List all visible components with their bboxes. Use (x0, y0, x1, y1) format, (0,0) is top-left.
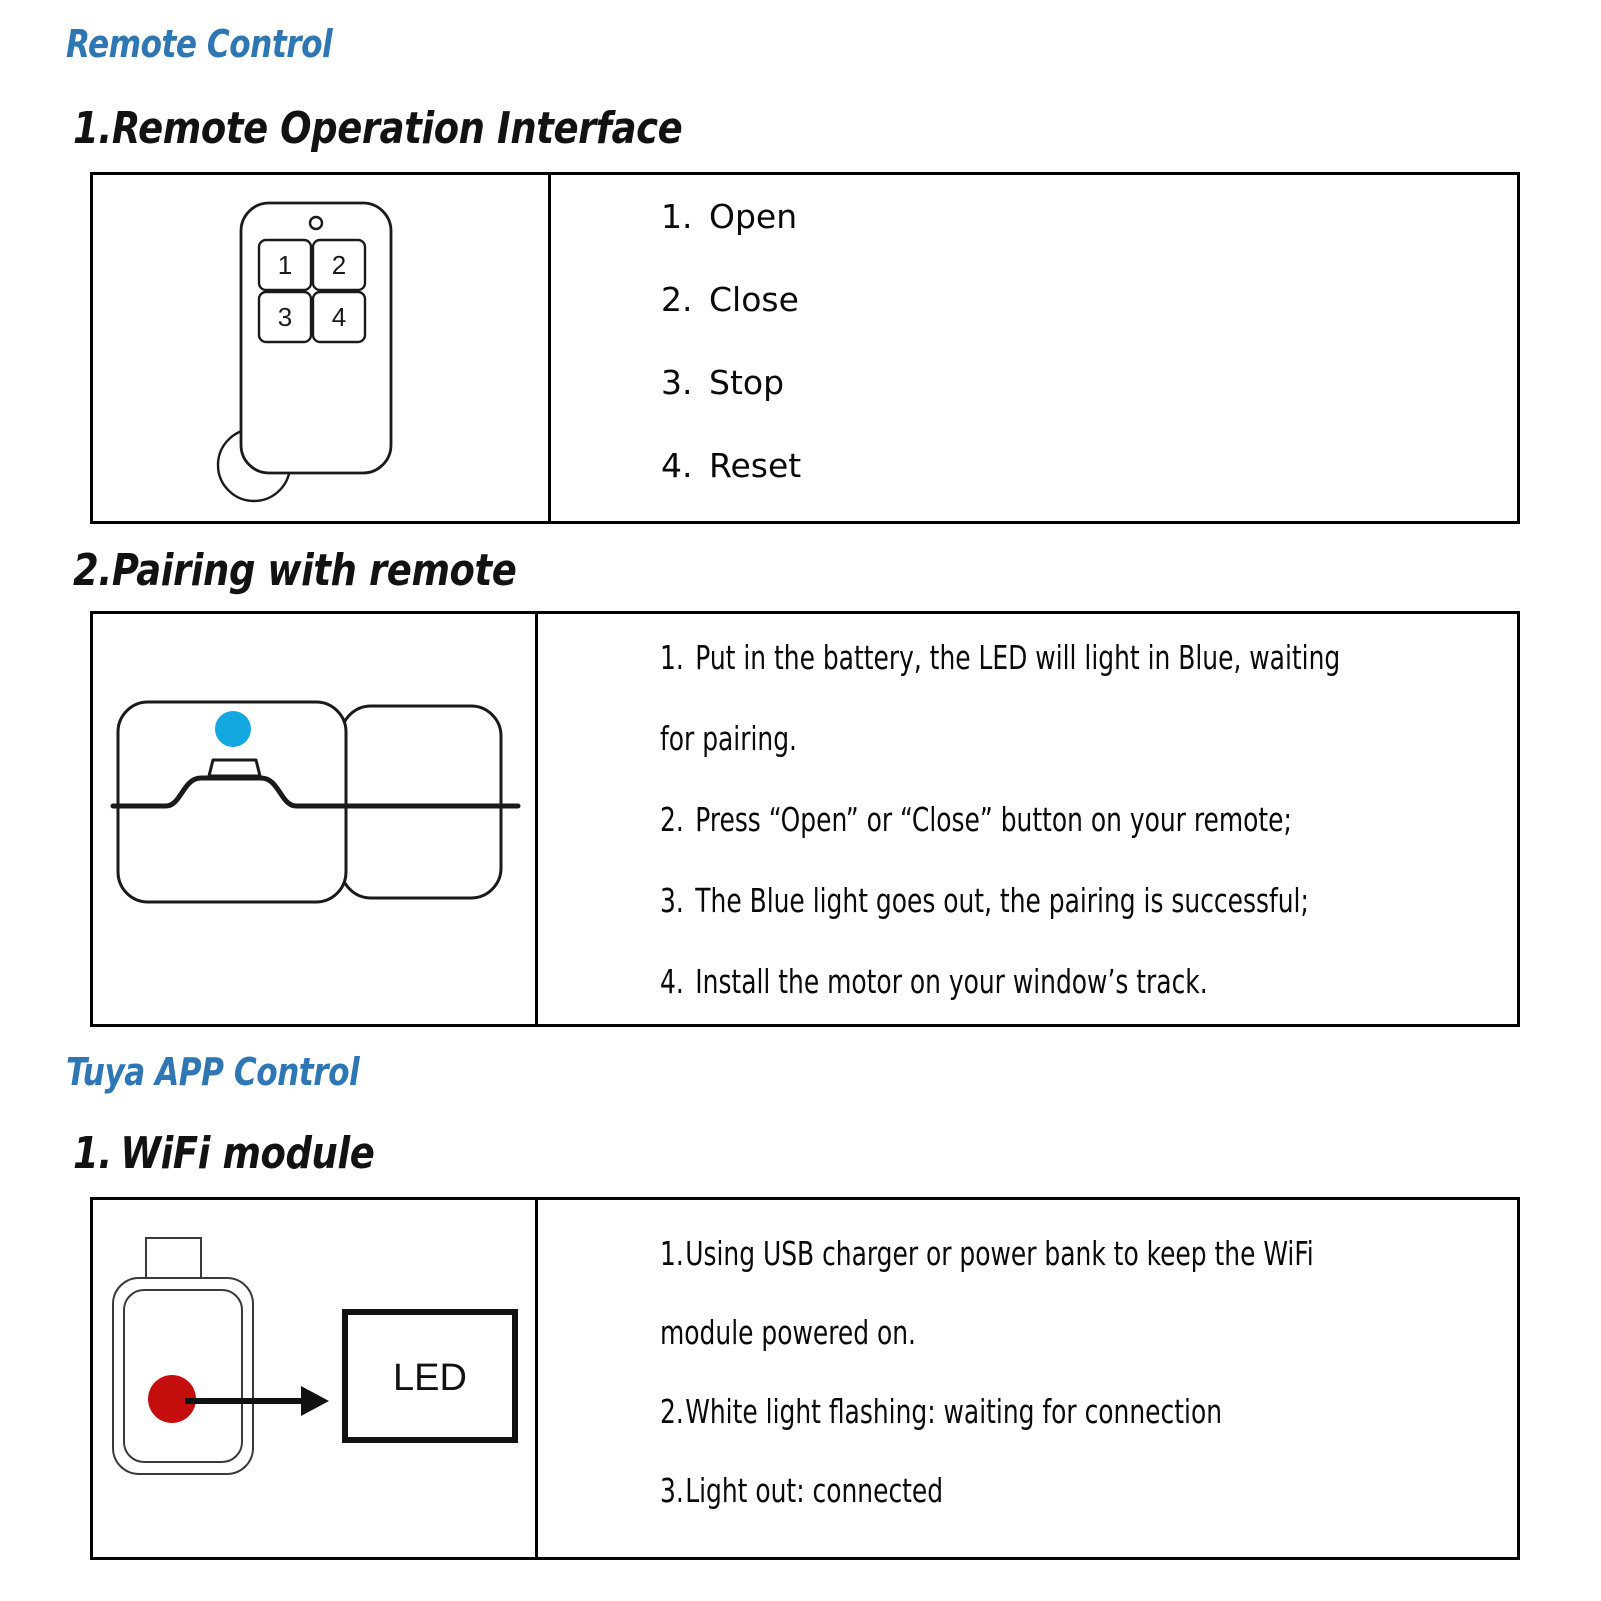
list-item: 3. Stop (661, 363, 784, 402)
table2-column-divider (535, 614, 538, 1024)
list-item-text: Close (709, 280, 799, 319)
list-item-text: Put in the battery, the LED will light i… (695, 638, 1341, 677)
list-item: 3. The Blue light goes out, the pairing i… (660, 881, 1309, 920)
list-item: 2.White light flashing: waiting for conn… (660, 1392, 1222, 1431)
table-pairing-with-remote: 1. Put in the battery, the LED will light… (90, 611, 1520, 1027)
list-item-number: 2. (660, 1392, 684, 1431)
subsection-heading-pairing-with-remote: 2.Pairing with remote (73, 545, 517, 596)
svg-text:4: 4 (332, 302, 346, 332)
subsection-heading-wifi-module: 1.WiFi module (73, 1128, 375, 1179)
list-item: 1.Using USB charger or power bank to kee… (660, 1234, 1314, 1273)
list-item: 4. Install the motor on your window’s tra… (660, 962, 1208, 1001)
list-item: 3.Light out: connected (660, 1471, 943, 1510)
list-item-text: White light flashing: waiting for connec… (685, 1392, 1223, 1431)
subsection-title: Pairing with remote (111, 545, 517, 596)
list-item-text-line2: for pairing. (660, 719, 797, 758)
section-heading-remote-control: Remote Control (66, 22, 333, 66)
subsection-title: WiFi module (120, 1128, 375, 1179)
list-item: 2. Close (661, 280, 799, 319)
list-item-number: 1. (660, 638, 684, 677)
list-item: 2. Press “Open” or “Close” button on your… (660, 800, 1292, 839)
remote-control-icon: 1 2 3 4 (209, 193, 429, 513)
table1-cell-list: 1. Open 2. Close 3. Stop 4. Reset (551, 175, 1517, 521)
list-item-number: 4. (660, 962, 684, 1001)
list-item-text: Press “Open” or “Close” button on your r… (695, 800, 1292, 839)
table-remote-operation-interface: 1 2 3 4 1. Open 2. Close 3. Stop 4. Reset (90, 172, 1520, 524)
list-item: 1. Open (661, 197, 797, 236)
list-item: 1. Put in the battery, the LED will light… (660, 638, 1340, 677)
list-item-text: Stop (709, 363, 785, 402)
svg-text:3: 3 (278, 302, 292, 332)
subsection-heading-remote-operation-interface: 1.Remote Operation Interface (73, 103, 683, 154)
table3-cell-list: 1.Using USB charger or power bank to kee… (538, 1200, 1517, 1557)
wifi-usb-module-icon: LED (105, 1230, 535, 1530)
subsection-number: 1. (73, 1128, 112, 1179)
table3-cell-figure: LED (93, 1200, 535, 1557)
list-item-number: 3. (660, 881, 684, 920)
list-item-number: 1. (661, 197, 693, 236)
subsection-number: 1. (73, 103, 112, 154)
list-item-text: Install the motor on your window’s track… (695, 962, 1208, 1001)
section-heading-tuya-app-control: Tuya APP Control (66, 1050, 360, 1094)
list-item-text: Open (709, 197, 798, 236)
svg-text:1: 1 (278, 250, 292, 280)
table-wifi-module: LED 1.Using USB charger or power bank to… (90, 1197, 1520, 1560)
list-item-number: 4. (661, 446, 693, 485)
subsection-number: 2. (73, 545, 112, 596)
list-item-text-line2: module powered on. (660, 1313, 916, 1352)
table2-cell-figure (93, 614, 535, 1024)
svg-text:2: 2 (332, 250, 346, 280)
subsection-title: Remote Operation Interface (111, 103, 683, 154)
list-item: 4. Reset (661, 446, 801, 485)
list-item-number: 2. (660, 800, 684, 839)
list-item-continuation: for pairing. (660, 719, 797, 758)
list-item-number: 2. (661, 280, 693, 319)
list-item-text: Light out: connected (685, 1471, 944, 1510)
list-item-continuation: module powered on. (660, 1313, 916, 1352)
table3-column-divider (535, 1200, 538, 1557)
list-item-text: Using USB charger or power bank to keep … (685, 1234, 1314, 1273)
table1-cell-figure: 1 2 3 4 (93, 175, 548, 521)
table2-cell-list: 1. Put in the battery, the LED will light… (538, 614, 1517, 1024)
list-item-text: Reset (709, 446, 802, 485)
list-item-number: 3. (660, 1471, 684, 1510)
curtain-motor-icon (110, 686, 521, 916)
list-item-number: 3. (661, 363, 693, 402)
table1-column-divider (548, 175, 551, 521)
led-callout-label: LED (393, 1357, 467, 1399)
list-item-text: The Blue light goes out, the pairing is … (695, 881, 1309, 920)
list-item-number: 1. (660, 1234, 684, 1273)
